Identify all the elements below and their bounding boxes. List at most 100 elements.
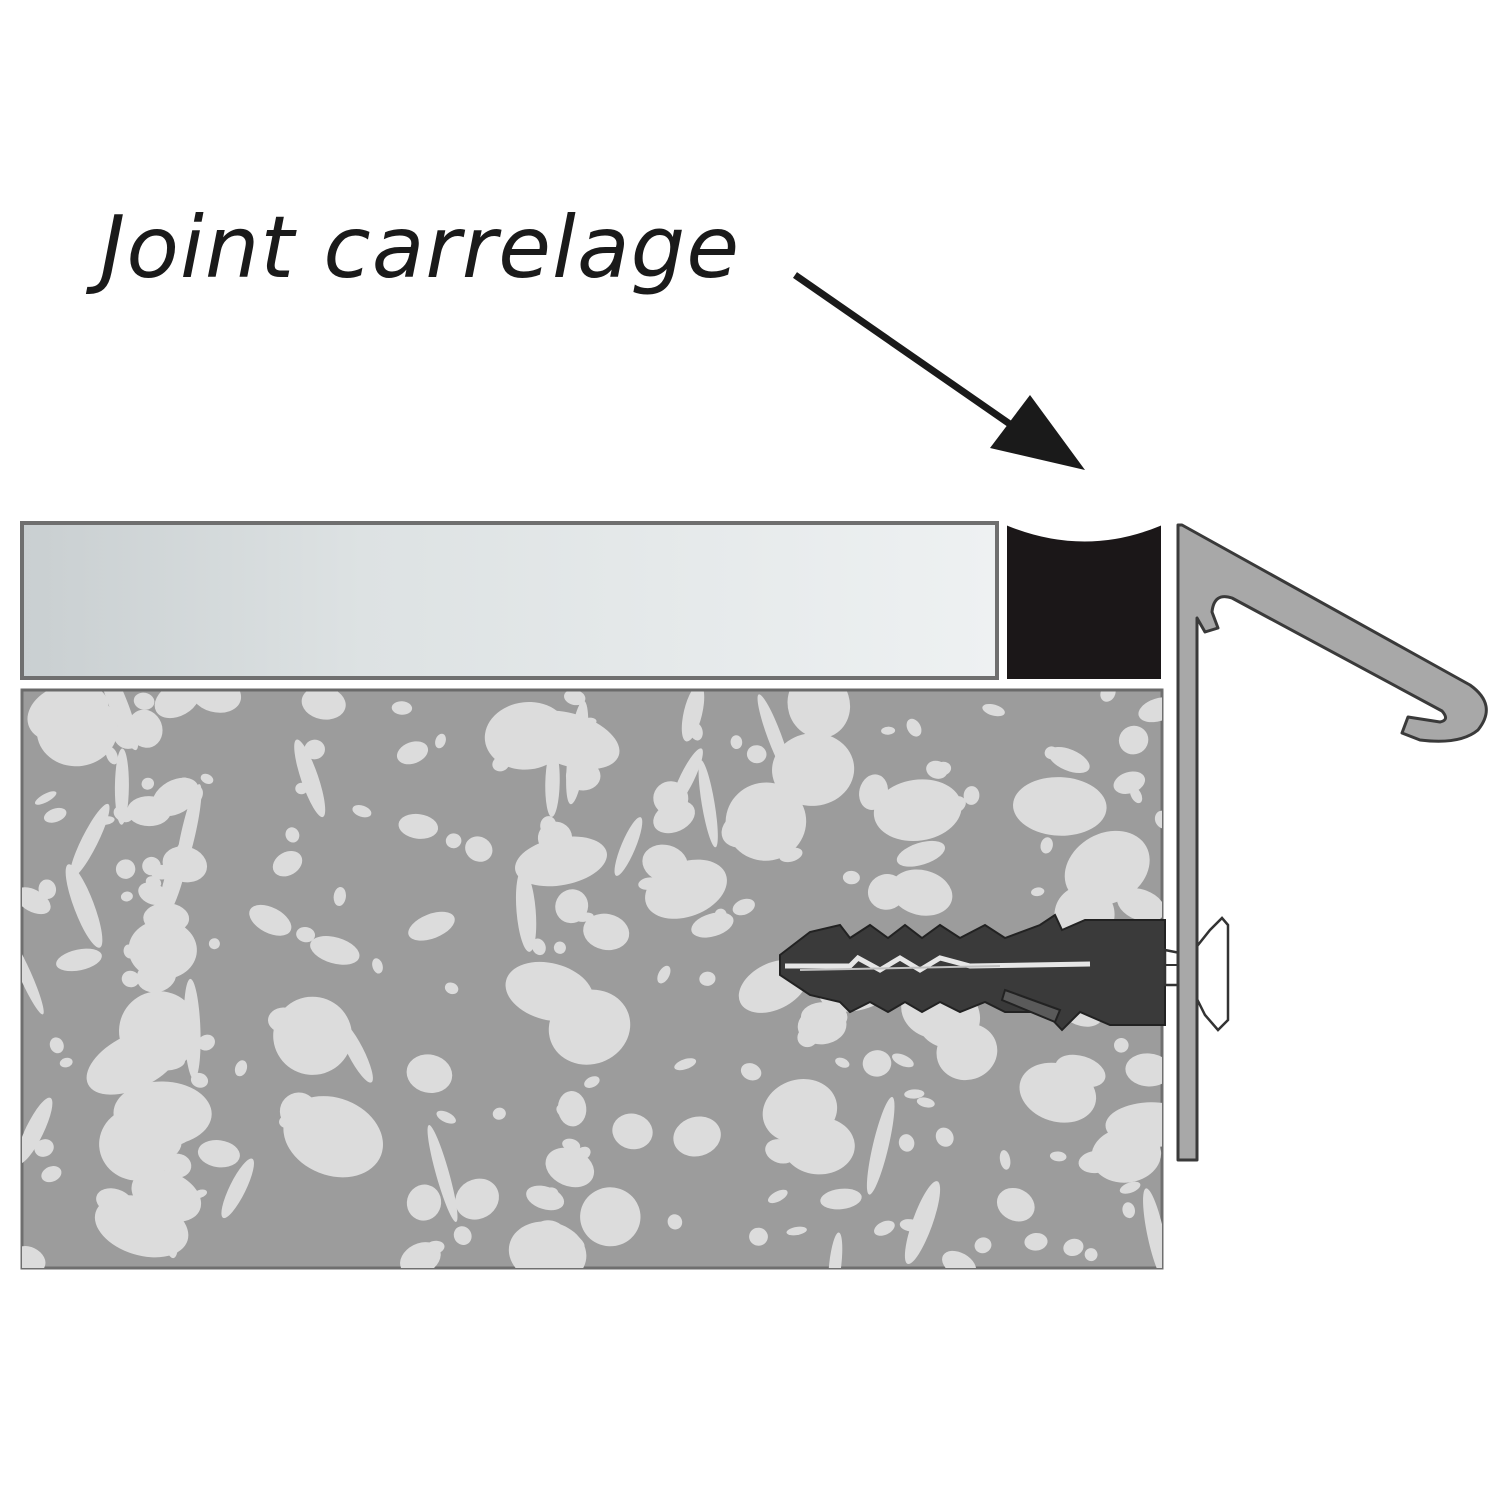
pebble — [740, 1063, 762, 1081]
pebble — [583, 913, 630, 951]
pebble — [97, 816, 115, 825]
pebble — [1113, 771, 1146, 794]
pebble — [904, 1089, 925, 1099]
pebble — [564, 690, 586, 706]
tile-grout-joint — [1007, 525, 1161, 679]
pebble — [867, 874, 906, 910]
pebble — [873, 779, 962, 842]
pebble — [135, 1046, 186, 1071]
pebble — [279, 1092, 318, 1130]
pebble — [996, 1187, 1035, 1222]
pebble — [1024, 1232, 1048, 1251]
pebble — [398, 813, 439, 839]
pebble — [681, 690, 705, 742]
pebble — [906, 718, 922, 737]
pebble — [34, 791, 57, 805]
pebble — [545, 748, 560, 817]
pebble — [553, 941, 566, 954]
pebble — [197, 1034, 215, 1051]
pebble — [406, 1054, 453, 1094]
pebble — [786, 1226, 807, 1236]
pebble — [584, 1076, 600, 1088]
pebble — [896, 840, 945, 867]
pebble — [765, 1139, 797, 1164]
pebble — [936, 1023, 998, 1081]
pebble — [730, 735, 743, 749]
pebble — [835, 1057, 850, 1068]
pebble — [249, 904, 292, 936]
pebble — [1084, 1248, 1098, 1262]
pebble — [142, 856, 161, 876]
pebble — [787, 690, 851, 739]
pebble — [1119, 1181, 1141, 1194]
pebble — [904, 1181, 941, 1265]
pebble — [156, 1188, 179, 1259]
pebble — [866, 1097, 895, 1195]
pebble — [942, 1250, 977, 1268]
pebble — [190, 690, 242, 713]
pebble — [43, 807, 67, 823]
pebble — [272, 850, 303, 877]
pebble — [296, 926, 316, 943]
pebble — [145, 1123, 182, 1159]
pebble — [22, 934, 44, 1015]
pebble — [782, 1116, 855, 1175]
pebble — [842, 870, 860, 885]
pebble — [149, 942, 161, 955]
pebble — [435, 733, 446, 749]
pebble — [699, 971, 716, 986]
pebble — [59, 1057, 73, 1068]
pebble — [521, 710, 620, 770]
pebble — [49, 1037, 64, 1054]
pebble — [114, 748, 129, 825]
pebble — [657, 965, 671, 984]
pebble — [714, 908, 727, 922]
pebble — [572, 853, 592, 871]
pebble — [492, 1107, 506, 1120]
pebble — [22, 1246, 46, 1268]
pebble — [113, 721, 143, 749]
pebble — [309, 1019, 332, 1032]
pebble — [749, 1227, 768, 1246]
pebble — [557, 1091, 587, 1127]
pebble — [1138, 697, 1162, 723]
pebble — [436, 1110, 456, 1124]
pebble — [453, 1226, 472, 1245]
pebble — [797, 1006, 847, 1045]
pebble — [285, 827, 300, 843]
pebble — [534, 1220, 564, 1241]
pebble — [732, 898, 755, 916]
stair-nosing-profile — [1176, 523, 1488, 1162]
pebble — [899, 1219, 921, 1232]
pebble — [38, 879, 57, 899]
pebble — [136, 959, 177, 993]
pebble — [141, 777, 155, 790]
pebble — [36, 693, 118, 767]
pebble — [221, 1158, 254, 1219]
pebble — [999, 1150, 1011, 1170]
pebble — [391, 701, 413, 715]
pebble — [1055, 1054, 1106, 1088]
pebble — [325, 690, 339, 703]
wall-plug — [779, 913, 1166, 1032]
pebble — [673, 1116, 721, 1157]
pebble — [408, 911, 455, 941]
pebble — [935, 1127, 954, 1147]
pebble — [492, 756, 510, 772]
pebble — [115, 859, 136, 879]
pebble — [190, 1072, 209, 1088]
pebble — [175, 784, 202, 882]
pebble — [123, 944, 136, 959]
pebble — [772, 733, 855, 806]
pebble — [138, 882, 168, 905]
pebble — [175, 777, 192, 797]
pebble — [22, 1097, 53, 1164]
pebble — [304, 739, 325, 760]
pebble — [133, 692, 155, 710]
pebble — [187, 786, 203, 805]
pebble — [934, 761, 952, 776]
pebble — [1105, 1102, 1162, 1148]
pebble — [56, 948, 102, 972]
pebble — [121, 970, 140, 988]
